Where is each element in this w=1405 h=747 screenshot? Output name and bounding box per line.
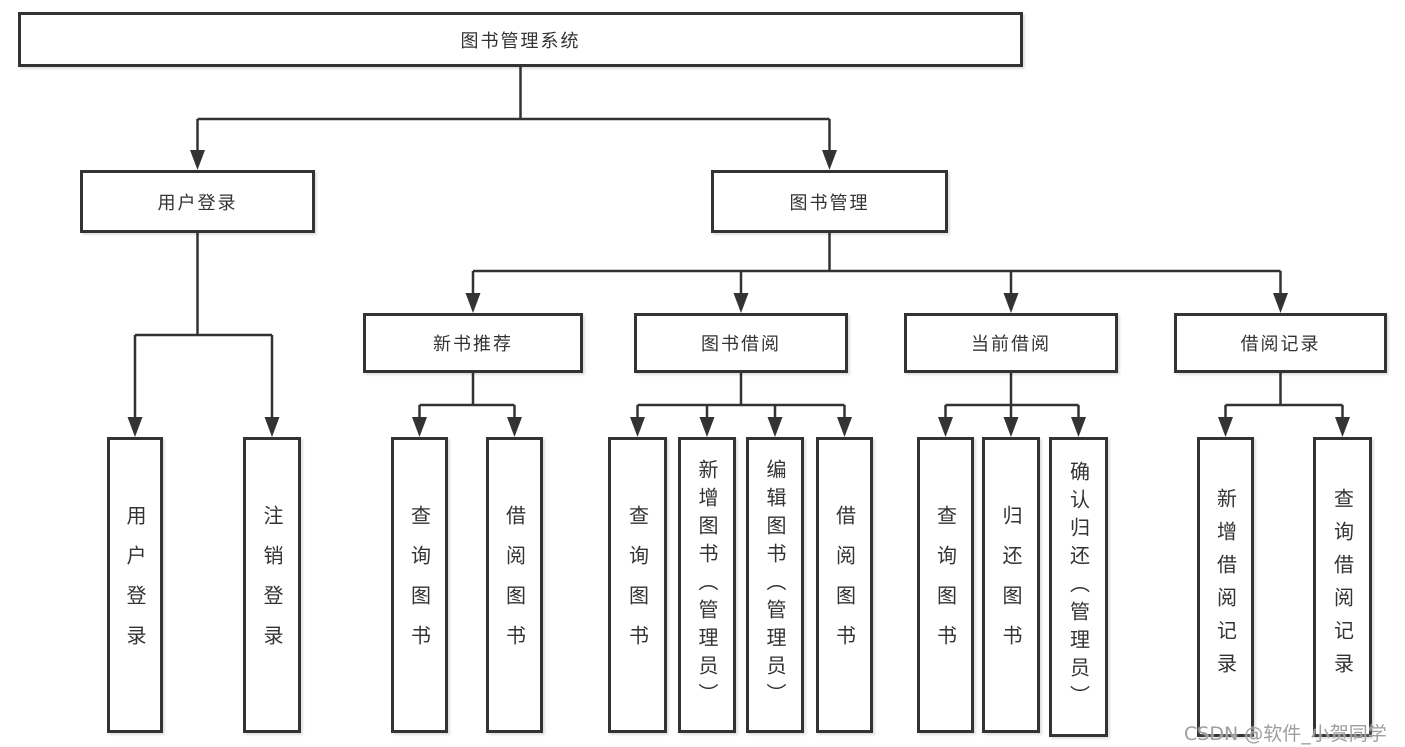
leaf-add-borrow-record-label: 新增借阅记录	[1213, 488, 1238, 686]
leaf-add-borrow-record: 新增借阅记录	[1197, 437, 1254, 737]
leaf-confirm-return-admin-label: 确认归还（管理员）	[1066, 461, 1091, 713]
leaf-logout-label: 注销登录	[260, 505, 284, 665]
arrowheads	[127, 150, 1350, 437]
leaf-query-books-newbooks: 查询图书	[391, 437, 448, 733]
leaf-query-books-current-label: 查询图书	[933, 505, 958, 665]
node-current-borrowing: 当前借阅	[904, 313, 1118, 373]
leaf-return-books: 归还图书	[982, 437, 1040, 733]
leaf-query-books-newbooks-label: 查询图书	[407, 505, 432, 665]
leaf-query-books-borrow-label: 查询图书	[625, 505, 650, 665]
leaf-borrow-books-newbooks-label: 借阅图书	[502, 505, 527, 665]
node-library-management-system: 图书管理系统	[18, 12, 1023, 67]
leaf-borrow-books: 借阅图书	[816, 437, 873, 733]
node-book-borrowing: 图书借阅	[634, 313, 848, 373]
leaf-add-books-admin-label: 新增图书（管理员）	[695, 459, 719, 711]
leaf-confirm-return-admin: 确认归还（管理员）	[1049, 437, 1108, 737]
node-new-book-recommendation: 新书推荐	[363, 313, 583, 373]
node-borrowing-records: 借阅记录	[1174, 313, 1387, 373]
leaf-user-login: 用户登录	[107, 437, 163, 733]
leaf-query-borrow-record: 查询借阅记录	[1313, 437, 1372, 737]
csdn-watermark: CSDN @软件_小贺同学	[1184, 723, 1387, 745]
leaf-add-books-admin: 新增图书（管理员）	[678, 437, 736, 733]
leaf-edit-books-admin-label: 编辑图书（管理员）	[763, 459, 787, 711]
leaf-return-books-label: 归还图书	[999, 505, 1023, 665]
leaf-borrow-books-newbooks: 借阅图书	[486, 437, 543, 733]
leaf-logout: 注销登录	[243, 437, 301, 733]
leaf-query-borrow-record-label: 查询借阅记录	[1330, 488, 1355, 686]
leaf-borrow-books-label: 借阅图书	[832, 505, 857, 665]
leaf-query-books-borrow: 查询图书	[608, 437, 667, 733]
leaf-edit-books-admin: 编辑图书（管理员）	[746, 437, 804, 733]
leaf-user-login-label: 用户登录	[123, 505, 147, 665]
leaf-query-books-current: 查询图书	[917, 437, 974, 733]
node-user-login: 用户登录	[80, 170, 315, 233]
node-book-management: 图书管理	[711, 170, 948, 233]
